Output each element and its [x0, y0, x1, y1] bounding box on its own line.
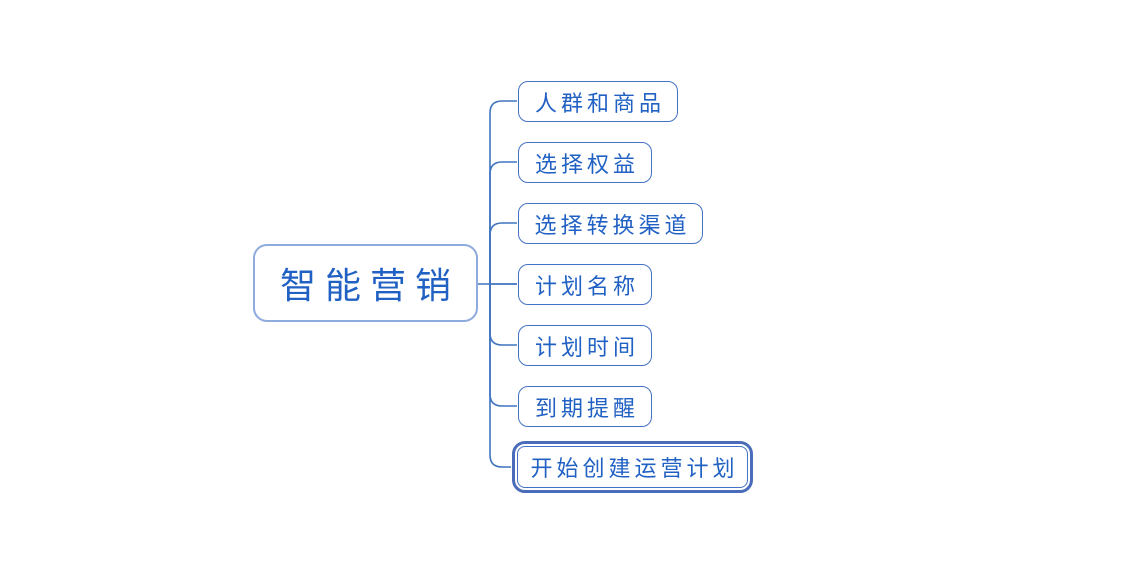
- node-select-benefits[interactable]: 选择权益: [518, 142, 652, 183]
- node-label: 到期提醒: [534, 396, 639, 422]
- root-node-smart-marketing[interactable]: 智能营销: [253, 244, 478, 322]
- node-select-conversion-channel[interactable]: 选择转换渠道: [518, 203, 703, 244]
- node-label: 选择转换渠道: [534, 213, 691, 239]
- node-label: 人群和商品: [534, 91, 665, 117]
- node-label: 计划名称: [534, 274, 639, 300]
- node-label: 计划时间: [534, 335, 639, 361]
- connector-branch-3: [489, 222, 517, 284]
- node-start-create-operation-plan[interactable]: 开始创建运营计划: [512, 441, 753, 493]
- connector-branch-1: [489, 100, 517, 284]
- node-label: 选择权益: [534, 152, 639, 178]
- node-plan-time[interactable]: 计划时间: [518, 325, 652, 366]
- connector-branch-5: [489, 284, 517, 346]
- node-label: 开始创建运营计划: [530, 457, 739, 482]
- node-audience-and-products[interactable]: 人群和商品: [518, 81, 678, 122]
- root-node-label: 智能营销: [279, 266, 460, 307]
- node-expiry-reminder[interactable]: 到期提醒: [518, 386, 652, 427]
- connector-branch-6: [489, 284, 517, 407]
- connector-branch-2: [489, 161, 517, 284]
- connector-branch-7: [489, 284, 511, 468]
- node-plan-name[interactable]: 计划名称: [518, 264, 652, 305]
